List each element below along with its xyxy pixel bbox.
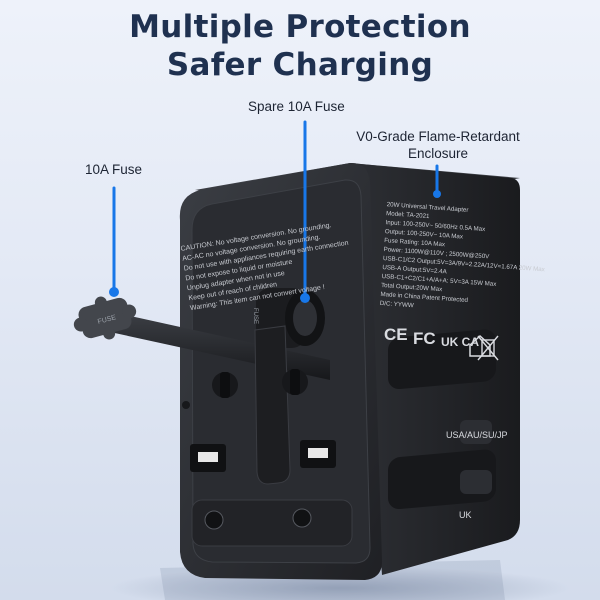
side-slider-knob-bottom: [460, 470, 492, 494]
headline-line-1: Multiple Protection: [129, 9, 471, 45]
weee-bin-icon: [477, 335, 499, 361]
fuse-cap: [73, 296, 137, 340]
slider-bar: [254, 325, 291, 485]
callout-enclosure-line-1: V0-Grade Flame-Retardant: [356, 129, 520, 144]
slot-left-inner: [198, 452, 218, 462]
side-slider-track-top: [388, 329, 496, 390]
headline: Multiple Protection Safer Charging: [0, 8, 600, 84]
callout-enclosure: V0-Grade Flame-Retardant Enclosure: [338, 128, 538, 162]
callout-dot-enclosure: [433, 190, 441, 198]
callout-dot-spare: [300, 293, 310, 303]
headline-line-2: Safer Charging: [166, 47, 434, 83]
spec-line: Model: TA-2021: [386, 210, 430, 220]
side-slider-knob-top: [460, 420, 492, 444]
screw-left: [182, 401, 190, 409]
callout-lines: [112, 120, 439, 300]
pin-left: [204, 510, 224, 530]
slider-label-bottom: UK: [459, 510, 472, 520]
pin-right: [292, 508, 312, 528]
callout-spare-fuse: Spare 10A Fuse: [248, 99, 345, 114]
bottom-panel: [191, 499, 353, 547]
spec-line: Total Output:20W Max: [381, 282, 443, 293]
callout-dot-fuse: [109, 287, 119, 297]
slot-right-inner: [308, 448, 328, 458]
spec-line: USB-A Output:5V=2.4A: [382, 264, 448, 276]
rotate-socket-right: [282, 369, 308, 395]
spare-fuse-cap-text: FUSE: [252, 308, 258, 324]
rotate-socket-left: [212, 372, 238, 398]
cert-ce: CE: [384, 325, 408, 344]
spec-line: Fuse Rating: 10A Max: [384, 237, 446, 248]
cert-fcc: FC: [413, 329, 436, 348]
callout-enclosure-line-2: Enclosure: [407, 146, 469, 161]
slider-label-top: USA/AU/SU/JP: [446, 430, 508, 440]
callout-fuse: 10A Fuse: [85, 162, 143, 177]
spec-line: D/C: YYWW: [380, 300, 414, 309]
callout-dots: [109, 190, 441, 303]
side-slider-track-bottom: [388, 449, 496, 510]
spec-text-block: 20W Universal Travel Adapter Model: TA-2…: [380, 201, 546, 309]
fuse-cap-text: FUSE: [97, 314, 117, 326]
